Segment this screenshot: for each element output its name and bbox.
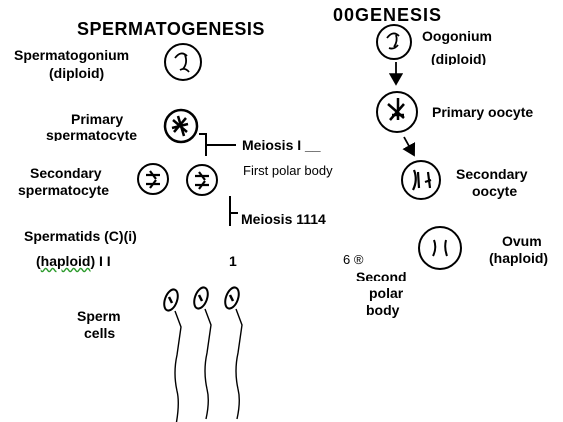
stray-mark-label: 6 ® xyxy=(343,252,364,267)
arrow-primary-to-secondary xyxy=(402,136,416,157)
sperm-cell-2 xyxy=(193,286,212,420)
haploid-word: haploid xyxy=(40,253,91,269)
spermatogenesis-title: SPERMATOGENESIS xyxy=(77,19,265,39)
secondary-spermatocyte-cell-1 xyxy=(137,163,169,195)
secondary-spermatocyte-cell-2 xyxy=(186,164,218,196)
haploid-open-paren: ( xyxy=(36,253,41,269)
meiosis1-bracket xyxy=(199,133,236,156)
oogenesis-title: 00GENESIS xyxy=(333,5,443,25)
stray-one-label: 1 xyxy=(229,253,237,269)
spermatids-haploid-label: (haploid) I I xyxy=(36,253,111,269)
meiosis2-bracket xyxy=(229,196,238,226)
secondary-oocyte-label-line2: oocyte xyxy=(472,183,518,199)
sperm-cell-3 xyxy=(224,286,243,420)
spermatogonium-ploidy: (diploid) xyxy=(49,65,105,81)
sperm-cell-1 xyxy=(163,288,182,422)
haploid-rest: ) I I xyxy=(90,253,111,269)
primary-spermatocyte-label-line1: Primary xyxy=(71,111,124,127)
secondary-oocyte-cell xyxy=(401,160,441,200)
oogonium-ploidy: (diploid) xyxy=(431,52,487,65)
secondary-spermatocyte-label-line2: spermatocyte xyxy=(18,182,110,198)
sperm-cells-label-line2: cells xyxy=(84,325,116,341)
sperm-cells-label-line1: Sperm xyxy=(77,308,121,324)
secondary-spermatocyte-label-line1: Secondary xyxy=(30,165,102,181)
secondary-oocyte-label-line1: Secondary xyxy=(456,166,528,182)
primary-oocyte-label: Primary oocyte xyxy=(432,104,534,120)
second-polar-body-label-line2: polar xyxy=(369,285,404,301)
primary-oocyte-cell xyxy=(376,91,418,133)
ovum-label-line1: Ovum xyxy=(502,233,542,249)
meiosis1-label: Meiosis I __ xyxy=(242,137,321,153)
primary-spermatocyte-cell xyxy=(163,108,199,144)
oogonium-label: Oogonium xyxy=(422,28,492,44)
first-polar-body-label: First polar body xyxy=(243,163,333,178)
spermatids-label: Spermatids (C)(i) xyxy=(24,228,137,244)
second-polar-body-label-line1: Second xyxy=(356,270,407,281)
spermatogonium-label: Spermatogonium xyxy=(14,47,130,63)
second-polar-body-label-line3: body xyxy=(366,302,400,318)
ovum-cell xyxy=(418,226,462,270)
ovum-label-line2: (haploid) xyxy=(489,250,549,266)
spermatogonium-cell xyxy=(164,43,202,81)
primary-spermatocyte-label-line2: spermatocyte xyxy=(46,128,138,141)
oogonium-cell xyxy=(376,24,412,60)
meiosis2-label: Meiosis 1114 xyxy=(241,211,326,227)
